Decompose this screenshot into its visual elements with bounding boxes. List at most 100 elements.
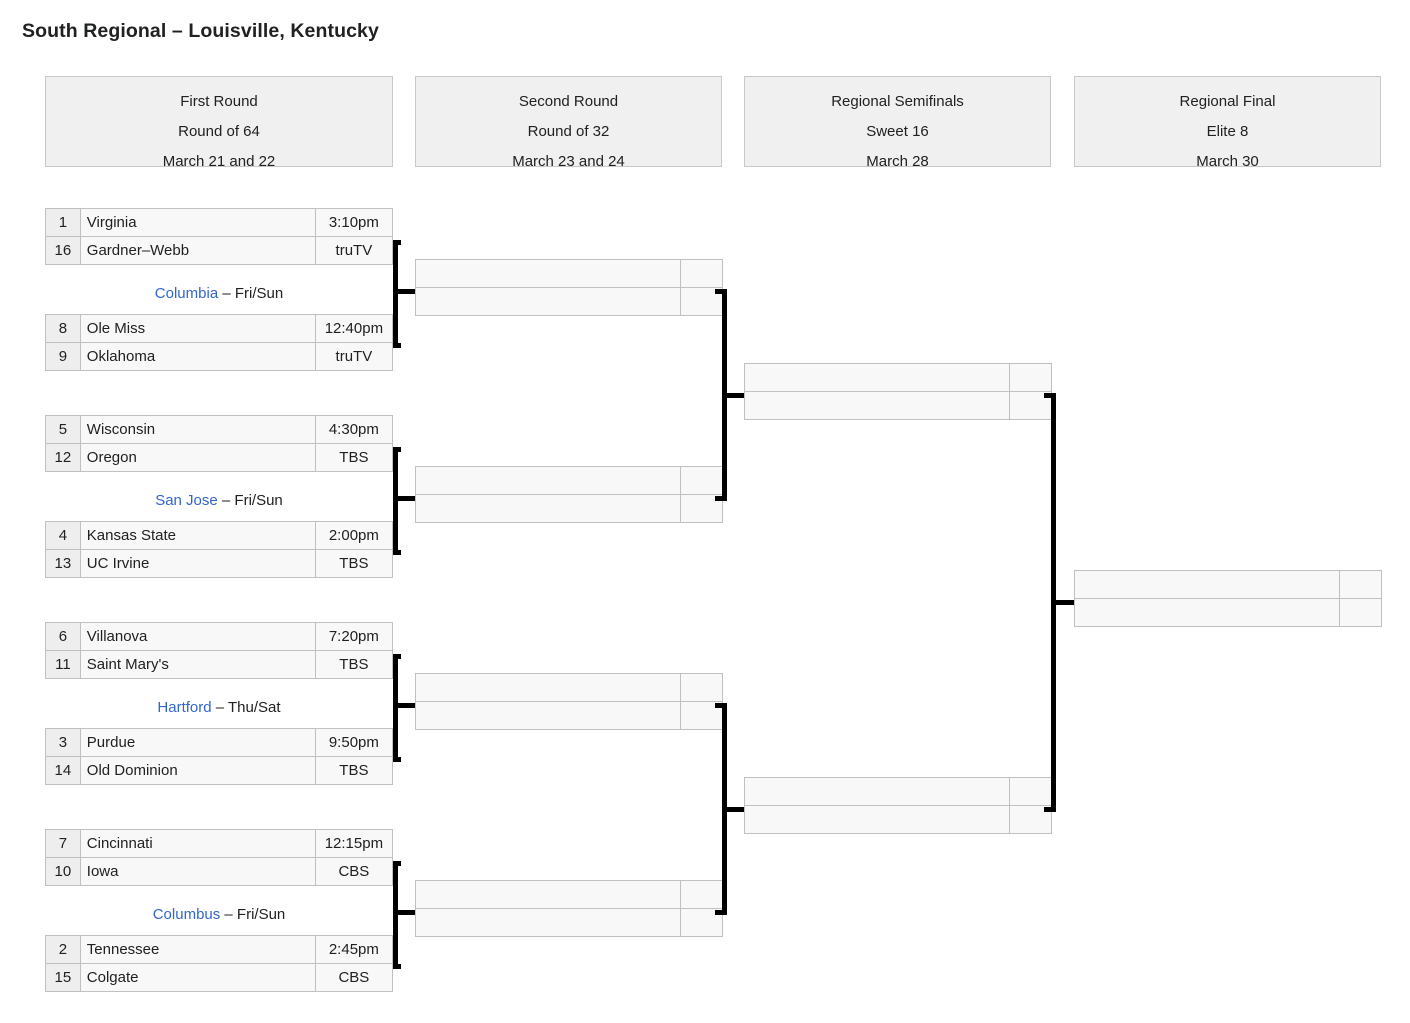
bracket-connector-horizontal: [722, 807, 744, 812]
seed-cell: 14: [45, 756, 81, 785]
table-row[interactable]: [415, 673, 723, 702]
bracket-connector-horizontal: [715, 910, 727, 915]
table-row[interactable]: 13 UC Irvine TBS: [45, 549, 394, 578]
table-row[interactable]: [415, 259, 723, 288]
page-title: South Regional – Louisville, Kentucky: [22, 20, 379, 42]
table-row[interactable]: 6 Villanova 7:20pm: [45, 622, 394, 651]
team-cell[interactable]: Colgate: [79, 963, 316, 992]
table-row[interactable]: [415, 701, 723, 730]
table-row[interactable]: 12 Oregon TBS: [45, 443, 394, 472]
first-round-match[interactable]: 6 Villanova 7:20pm 11 Saint Mary's TBS: [45, 622, 394, 679]
info-cell: 2:45pm: [314, 935, 394, 964]
table-row[interactable]: [744, 805, 1052, 834]
seed-cell: 15: [45, 963, 81, 992]
table-row[interactable]: 1 Virginia 3:10pm: [45, 208, 394, 237]
table-row[interactable]: 3 Purdue 9:50pm: [45, 728, 394, 757]
first-round-match[interactable]: 4 Kansas State 2:00pm 13 UC Irvine TBS: [45, 521, 394, 578]
table-row[interactable]: 11 Saint Mary's TBS: [45, 650, 394, 679]
first-round-match[interactable]: 3 Purdue 9:50pm 14 Old Dominion TBS: [45, 728, 394, 785]
bracket-connector-horizontal: [393, 703, 415, 708]
team-cell[interactable]: Oklahoma: [79, 342, 316, 371]
team-cell[interactable]: UC Irvine: [79, 549, 316, 578]
round-header-name: Second Round: [518, 93, 619, 110]
team-cell[interactable]: Tennessee: [79, 935, 316, 964]
team-cell[interactable]: Iowa: [79, 857, 316, 886]
team-cell[interactable]: Oregon: [79, 443, 316, 472]
table-row[interactable]: 7 Cincinnati 12:15pm: [45, 829, 394, 858]
table-row[interactable]: 10 Iowa CBS: [45, 857, 394, 886]
team-cell[interactable]: Old Dominion: [79, 756, 316, 785]
second-round-match[interactable]: [415, 673, 723, 730]
second-round-match[interactable]: [415, 466, 723, 523]
table-row[interactable]: [744, 391, 1052, 420]
advance-team-cell[interactable]: [415, 908, 681, 937]
advance-score-cell[interactable]: [1009, 777, 1052, 806]
table-row[interactable]: 8 Ole Miss 12:40pm: [45, 314, 394, 343]
table-row[interactable]: [415, 287, 723, 316]
advance-team-cell[interactable]: [744, 805, 1010, 834]
first-round-match[interactable]: 7 Cincinnati 12:15pm 10 Iowa CBS: [45, 829, 394, 886]
team-cell[interactable]: Villanova: [79, 622, 316, 651]
seed-cell: 10: [45, 857, 81, 886]
advance-team-cell[interactable]: [744, 777, 1010, 806]
advance-team-cell[interactable]: [1074, 570, 1340, 599]
team-cell[interactable]: Virginia: [79, 208, 316, 237]
venue-link[interactable]: Columbia: [154, 285, 219, 302]
team-cell[interactable]: Ole Miss: [79, 314, 316, 343]
table-row[interactable]: [415, 466, 723, 495]
table-row[interactable]: 16 Gardner–Webb truTV: [45, 236, 394, 265]
table-row[interactable]: [744, 777, 1052, 806]
advance-team-cell[interactable]: [415, 466, 681, 495]
advance-team-cell[interactable]: [1074, 598, 1340, 627]
advance-team-cell[interactable]: [744, 363, 1010, 392]
venue-link[interactable]: San Jose: [155, 492, 218, 509]
advance-team-cell[interactable]: [415, 494, 681, 523]
first-round-match[interactable]: 2 Tennessee 2:45pm 15 Colgate CBS: [45, 935, 394, 992]
advance-score-cell[interactable]: [1009, 363, 1052, 392]
team-cell[interactable]: Purdue: [79, 728, 316, 757]
advance-team-cell[interactable]: [415, 673, 681, 702]
venue-days: – Fri/Sun: [222, 285, 284, 302]
first-round-match[interactable]: 1 Virginia 3:10pm 16 Gardner–Webb truTV: [45, 208, 394, 265]
advance-team-cell[interactable]: [415, 701, 681, 730]
first-round-match[interactable]: 8 Ole Miss 12:40pm 9 Oklahoma truTV: [45, 314, 394, 371]
round-header-dates: March 23 and 24: [512, 153, 625, 170]
team-cell[interactable]: Kansas State: [79, 521, 316, 550]
first-round-match[interactable]: 5 Wisconsin 4:30pm 12 Oregon TBS: [45, 415, 394, 472]
table-row[interactable]: 15 Colgate CBS: [45, 963, 394, 992]
advance-team-cell[interactable]: [415, 287, 681, 316]
team-cell[interactable]: Gardner–Webb: [79, 236, 316, 265]
venue-link[interactable]: Hartford: [157, 699, 212, 716]
table-row[interactable]: [744, 363, 1052, 392]
regional-final-match[interactable]: [1074, 570, 1382, 627]
table-row[interactable]: 5 Wisconsin 4:30pm: [45, 415, 394, 444]
table-row[interactable]: 9 Oklahoma truTV: [45, 342, 394, 371]
table-row[interactable]: [1074, 598, 1382, 627]
advance-team-cell[interactable]: [415, 259, 681, 288]
advance-score-cell[interactable]: [680, 466, 723, 495]
regional-semifinal-match[interactable]: [744, 777, 1052, 834]
second-round-match[interactable]: [415, 259, 723, 316]
table-row[interactable]: [415, 908, 723, 937]
team-cell[interactable]: Saint Mary's: [79, 650, 316, 679]
advance-score-cell[interactable]: [1339, 598, 1382, 627]
team-cell[interactable]: Wisconsin: [79, 415, 316, 444]
advance-score-cell[interactable]: [680, 880, 723, 909]
advance-score-cell[interactable]: [680, 259, 723, 288]
round-header-second-round: Second Round Round of 32 March 23 and 24: [415, 76, 722, 170]
table-row[interactable]: [415, 880, 723, 909]
table-row[interactable]: [1074, 570, 1382, 599]
team-cell[interactable]: Cincinnati: [79, 829, 316, 858]
venue-link[interactable]: Columbus: [152, 906, 221, 923]
table-row[interactable]: 4 Kansas State 2:00pm: [45, 521, 394, 550]
table-row[interactable]: [415, 494, 723, 523]
table-row[interactable]: 2 Tennessee 2:45pm: [45, 935, 394, 964]
advance-team-cell[interactable]: [415, 880, 681, 909]
seed-cell: 7: [45, 829, 81, 858]
advance-score-cell[interactable]: [680, 673, 723, 702]
second-round-match[interactable]: [415, 880, 723, 937]
regional-semifinal-match[interactable]: [744, 363, 1052, 420]
advance-score-cell[interactable]: [1339, 570, 1382, 599]
table-row[interactable]: 14 Old Dominion TBS: [45, 756, 394, 785]
advance-team-cell[interactable]: [744, 391, 1010, 420]
